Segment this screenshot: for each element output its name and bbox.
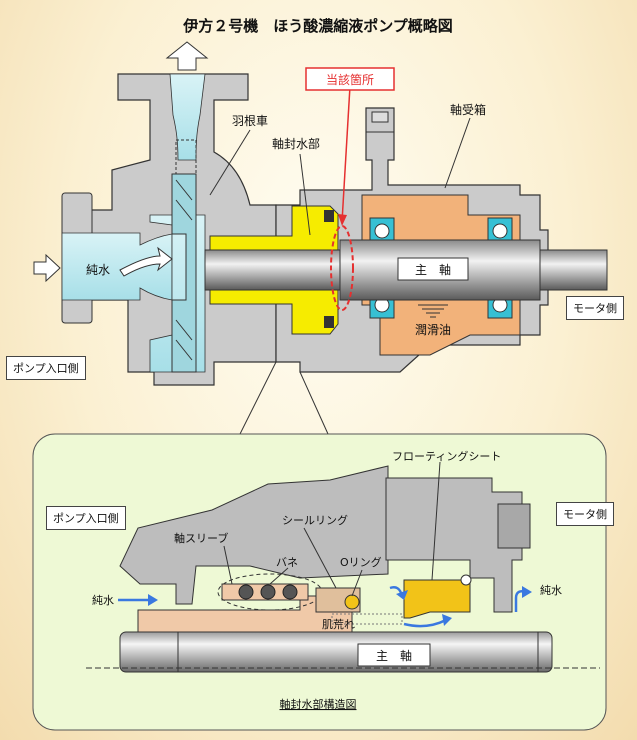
flow-arrow-mid-head: [396, 590, 408, 600]
detail-panel: [32, 433, 607, 731]
floating-seat-pointer: [431, 461, 441, 581]
sleeve-pointer: [223, 545, 233, 585]
o-ring-label: Oリング: [340, 555, 382, 569]
main-shaft-label: 主 軸: [415, 263, 451, 277]
detail-nut: [497, 503, 531, 549]
detail-caption: 軸封水部構造図: [280, 697, 357, 711]
discharge-arrow: [165, 41, 209, 71]
floating-seat-oring: [460, 574, 472, 586]
seal-water-pointer: [299, 153, 311, 236]
flow-arrow-low-head: [442, 614, 452, 626]
seal-water-section-label: 軸封水部: [272, 136, 320, 151]
target-location-label: 当該箇所: [326, 72, 374, 87]
pump-casing: [65, 73, 277, 386]
spring-pointer: [269, 567, 289, 585]
o-ring-pointer: [351, 569, 363, 597]
bearing-box-pointer: [444, 117, 471, 189]
detail-main-shaft-box: [357, 643, 431, 667]
detail-housing-right: [385, 477, 523, 613]
pure-water-label: 純水: [86, 263, 110, 277]
seal-bolt-top: [324, 210, 334, 222]
bearing-box-label: 軸受箱: [450, 102, 486, 117]
motor-side-label: モータ側: [566, 296, 624, 320]
o-ring: [344, 594, 360, 610]
lube-oil-label: 潤滑油: [415, 323, 451, 337]
flow-arrow-in-head: [148, 594, 158, 606]
impeller: [171, 173, 197, 373]
seal-ring-pointer: [303, 527, 337, 589]
breather-cap: [371, 111, 389, 123]
detail-main-shaft-label: 主 軸: [376, 649, 412, 663]
detail-pump-inlet-side-label: ポンプ入口側: [46, 506, 126, 530]
spring-coil-1: [238, 584, 254, 600]
seal-ring-label: シールリング: [282, 513, 348, 527]
flow-arrow: [119, 246, 173, 277]
detail-motor-side-label: モータ側: [556, 502, 614, 526]
highlight-circle: [330, 225, 354, 311]
pump-inlet-side-label: ポンプ入口側: [6, 356, 86, 380]
magnify-line-right: [299, 371, 329, 435]
spring-coil-3: [282, 584, 298, 600]
pure-water-out-label: 純水: [540, 584, 562, 597]
pure-water-in-label: 純水: [92, 594, 114, 607]
spring-label: バネ: [276, 556, 298, 569]
inlet-water: [61, 232, 173, 301]
floating-seat: [403, 579, 471, 619]
seal-bolt-bottom: [324, 316, 334, 328]
spring-coil-2: [260, 584, 276, 600]
shaft-sleeve-label: 軸スリーブ: [174, 531, 228, 545]
rough-surface-label: 肌荒れ: [322, 618, 355, 631]
target-location-box: [305, 67, 395, 91]
magnify-line-left: [239, 361, 277, 435]
main-shaft-box: [397, 257, 469, 281]
detail-housing: [119, 465, 389, 605]
impeller-pointer: [209, 129, 251, 196]
flow-arrow-low: [403, 618, 447, 628]
flow-arrow-out-head: [522, 586, 532, 598]
diagram-title: 伊方２号機 ほう酸濃縮液ポンプ概略図: [182, 17, 453, 35]
highlight-pointer: [341, 85, 351, 223]
impeller-label: 羽根車: [232, 114, 268, 128]
oil-level-mark: [418, 304, 448, 318]
floating-seat-label: フローティングシート: [392, 449, 501, 463]
inlet-arrow: [33, 253, 61, 283]
highlight-arrowhead: [338, 214, 347, 226]
